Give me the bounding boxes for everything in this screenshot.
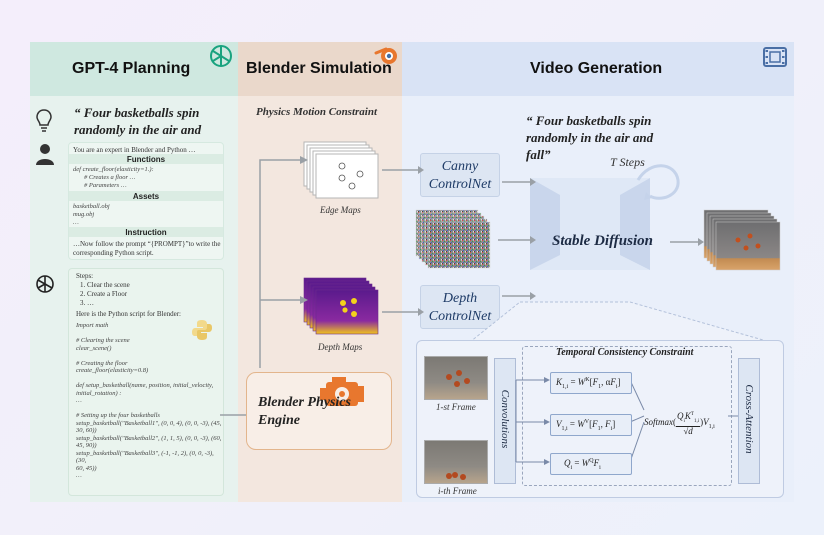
code-line xyxy=(76,330,222,338)
gpt-reply-openai-icon xyxy=(35,274,55,294)
depth-controlnet-box: Depth ControlNet xyxy=(420,285,500,329)
code-line: setup_basketball("Basketball3", (-1, -1,… xyxy=(76,449,214,465)
code-line xyxy=(76,352,222,360)
functions-title: Functions xyxy=(126,155,166,164)
blender-simulation-header xyxy=(238,42,402,96)
code-line: # Creating the floor xyxy=(76,359,128,367)
canny-controlnet-box: Canny ControlNet xyxy=(420,153,500,197)
film-strip-icon xyxy=(762,46,788,68)
video-generation-title: Video Generation xyxy=(530,60,663,77)
instruction-text: …Now follow the prompt “{PROMPT}”to writ… xyxy=(73,240,221,257)
t-steps-label: T Steps xyxy=(610,155,645,169)
output-frames-stack xyxy=(702,208,786,278)
code-line xyxy=(76,405,222,413)
code-line: def setup_basketball(name, position, ini… xyxy=(76,382,214,389)
lightbulb-icon xyxy=(36,108,52,134)
asset-line-1: basketball.obj xyxy=(73,203,110,210)
code-line: setup_basketball("Basketball1", (0, 0, 4… xyxy=(76,419,222,427)
key-formula: K1,i = WK[F1, αFi] xyxy=(556,377,621,390)
value-formula: V1,i = WV[F1, Fi] xyxy=(556,419,616,432)
engine-gear-icon xyxy=(318,374,366,412)
cross-attention-block xyxy=(738,358,760,484)
code-line: Import math xyxy=(76,322,109,329)
asset-line-2: mug.obj xyxy=(73,211,95,218)
first-frame-image xyxy=(424,356,488,400)
code-line: setup_basketball("Basketball2", (1, 1, 5… xyxy=(76,434,222,442)
assets-title: Assets xyxy=(132,192,160,201)
video-generation-header xyxy=(402,42,794,96)
query-formula: Qi = WQFi xyxy=(564,458,601,471)
blender-engine-label: Blender Physics Engine xyxy=(258,395,351,428)
step-1: 1. Clear the scene xyxy=(80,281,130,289)
gpt-planning-title: GPT-4 Planning xyxy=(72,60,191,77)
physics-motion-constraint-title: Physics Motion Constraint xyxy=(256,106,378,118)
depth-maps-label: Depth Maps xyxy=(318,342,363,352)
functions-band xyxy=(69,154,223,164)
script-intro: Here is the Python script for Blender: xyxy=(76,310,181,318)
blender-physics-engine-box xyxy=(246,372,392,450)
code-line: create_floor(elasticity=0.8) xyxy=(76,367,149,374)
code-line xyxy=(76,375,222,383)
key-formula-box xyxy=(550,372,632,394)
code-line: 30, 60)) xyxy=(76,427,97,434)
function-line-1: def create_floor(elasticity=1.): xyxy=(73,166,154,173)
function-line-3: # Parameters … xyxy=(84,182,127,189)
gpt-reply-box xyxy=(68,268,224,496)
code-line: # Clearing the scene xyxy=(76,337,130,344)
asset-line-3: … xyxy=(73,219,79,226)
temporal-consistency-title: Temporal Consistency Constraint xyxy=(556,347,694,358)
code-line: clear_scene() xyxy=(76,344,112,352)
code-line: … xyxy=(76,472,82,479)
cross-attention-label: Cross-Attention xyxy=(743,384,755,454)
code-line: 60, 45)) xyxy=(76,464,97,472)
openai-logo-icon xyxy=(208,43,234,69)
ith-frame-image xyxy=(424,440,488,484)
code-line: … xyxy=(76,397,82,404)
value-formula-box xyxy=(550,414,632,436)
function-line-2: # Creates a floor … xyxy=(84,174,136,181)
user-intro-text: You are an expert in Blender and Python … xyxy=(73,146,196,154)
assets-band xyxy=(69,191,223,201)
user-icon xyxy=(35,143,55,165)
first-frame-label: 1-st Frame xyxy=(436,402,476,412)
python-logo-icon xyxy=(190,318,214,342)
instruction-title: Instruction xyxy=(125,228,167,237)
code-line: 45, 90)) xyxy=(76,442,97,449)
edge-maps-stack xyxy=(302,140,382,202)
code-line: # Setting up the four basketballs xyxy=(76,412,160,419)
blender-simulation-title: Blender Simulation xyxy=(246,60,392,77)
gpt-planning-header xyxy=(30,42,238,96)
ith-frame-label: i-th Frame xyxy=(438,486,477,496)
noise-latents-stack xyxy=(414,208,496,274)
video-prompt-quote: “ Four basketballs spin randomly in the … xyxy=(526,113,654,162)
query-formula-box xyxy=(550,453,632,475)
instruction-band xyxy=(69,227,223,237)
video-connectors xyxy=(382,166,704,316)
step-3: 3. … xyxy=(80,299,94,307)
step-2: 2. Create a Floor xyxy=(80,290,128,298)
attention-connectors xyxy=(515,377,738,465)
code-line: initial_rotation) : xyxy=(76,389,122,397)
depth-maps-stack xyxy=(302,276,384,338)
steps-title: Steps: xyxy=(76,272,94,280)
edge-maps-label: Edge Maps xyxy=(320,205,361,215)
stable-diffusion-label: Stable Diffusion xyxy=(552,233,653,249)
stable-diffusion-block xyxy=(530,164,680,270)
softmax-formula: Softmax(QiKT1,i√d)V1,i xyxy=(644,411,715,436)
blender-logo-icon xyxy=(374,44,400,66)
